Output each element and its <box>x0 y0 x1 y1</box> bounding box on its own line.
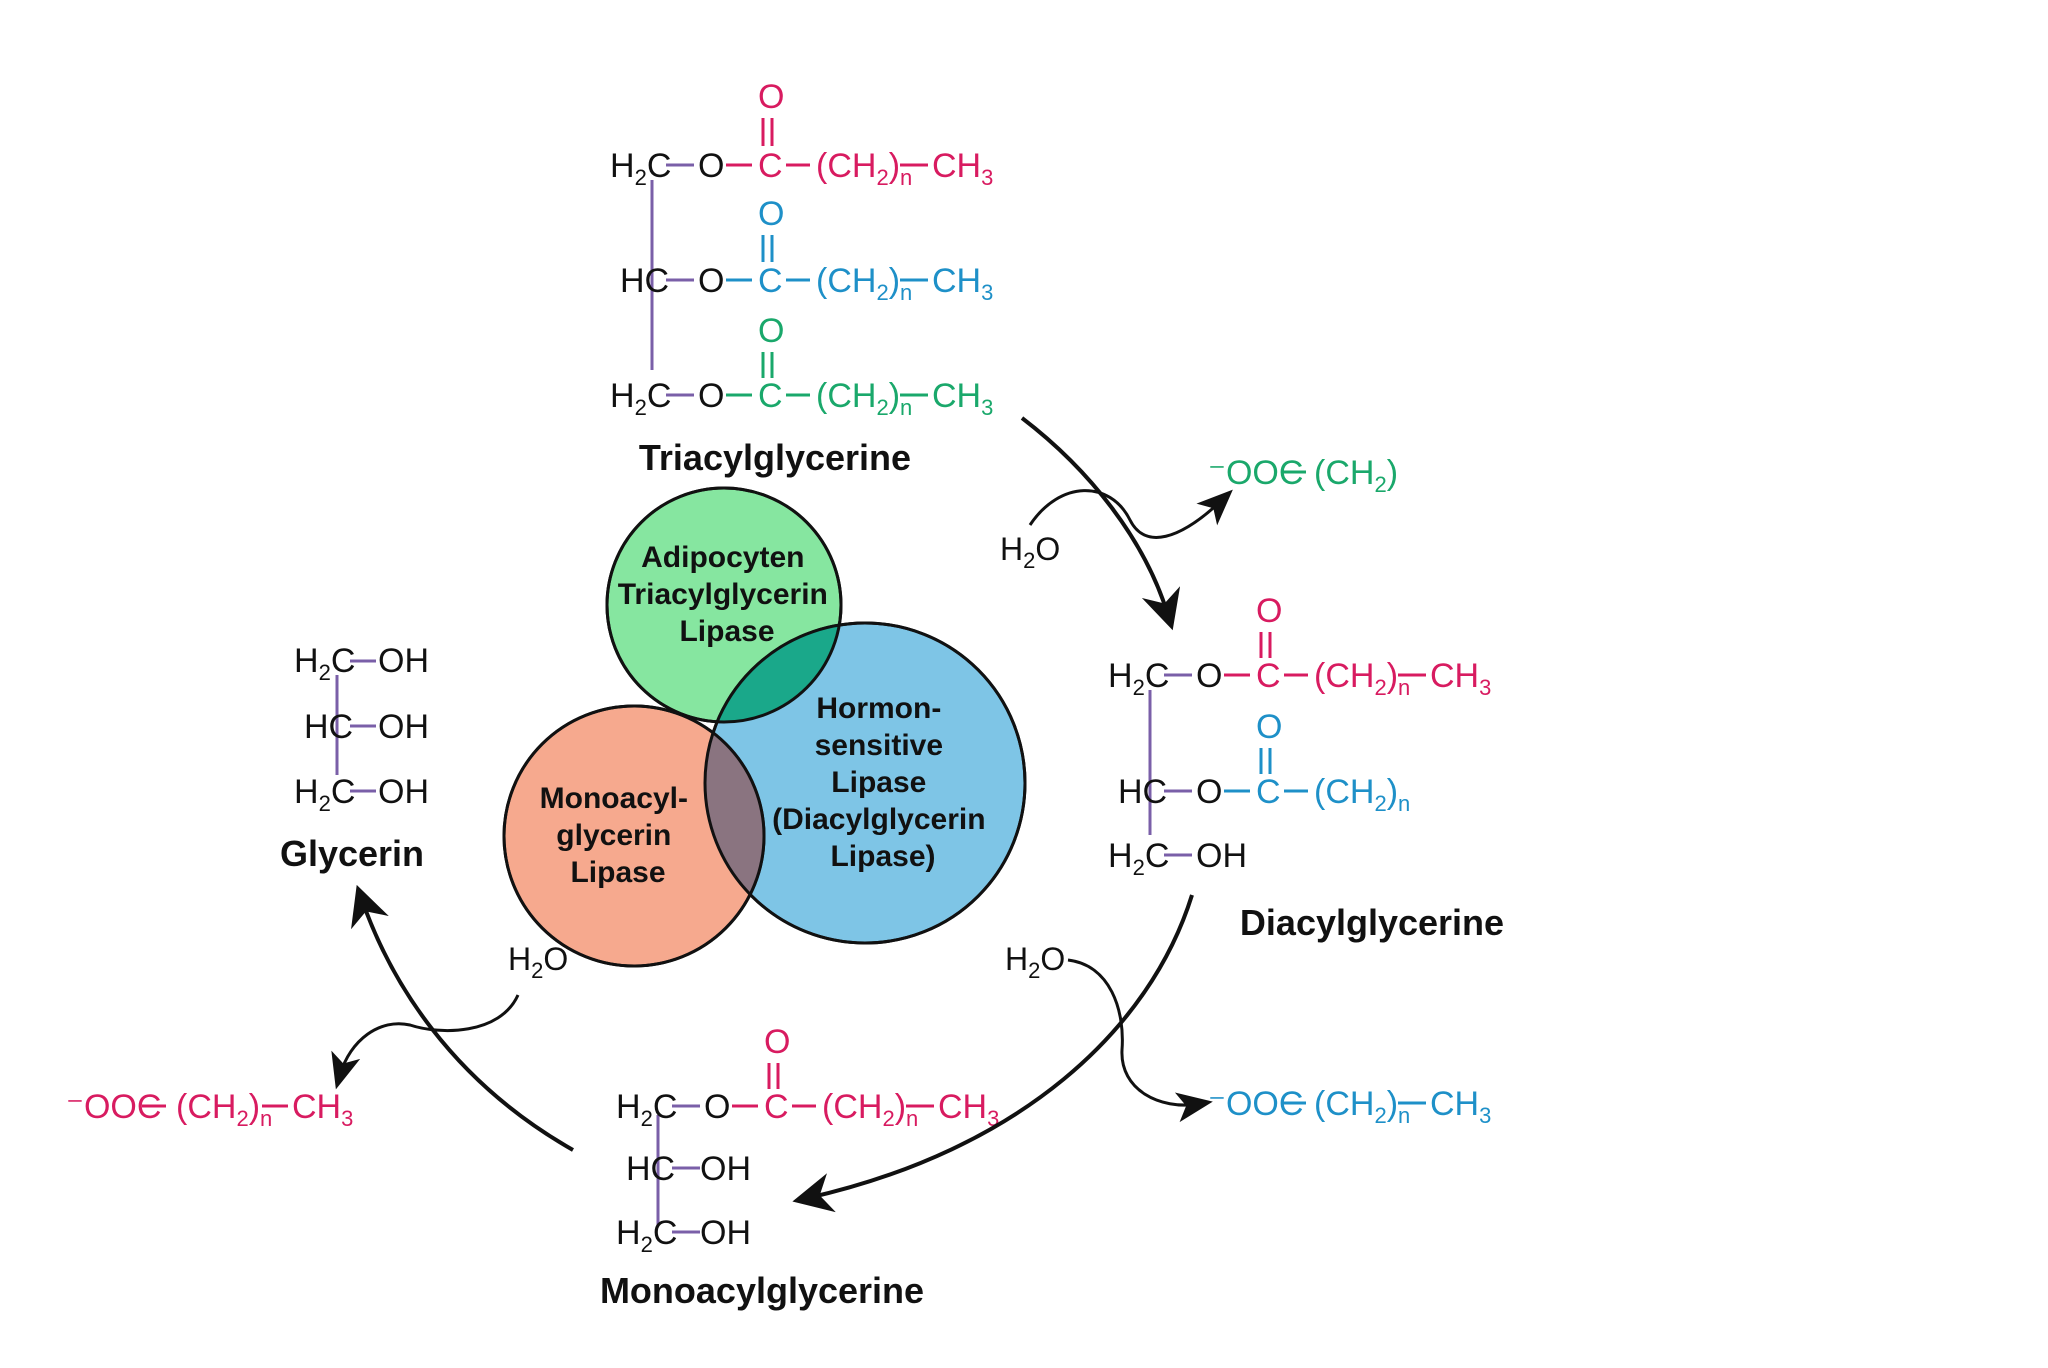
svg-text:(CH2)n: (CH2)n <box>1314 773 1410 816</box>
svg-text:CH3: CH3 <box>932 262 993 305</box>
svg-text:O: O <box>1196 657 1222 695</box>
svg-text:O: O <box>1256 708 1282 746</box>
monoacylglycerine-structure: H2C O C O (CH2)n CH3 HC OH H2C OH <box>616 1023 999 1257</box>
atgl-hsl-overlap <box>705 623 841 722</box>
monoacylglycerine-label: Monoacylglycerine <box>600 1270 924 1311</box>
svg-text:HC: HC <box>1118 773 1167 811</box>
hsl-label: Hormon- sensitive Lipase (Diacylglycerin… <box>772 692 994 873</box>
svg-text:OH: OH <box>700 1150 751 1188</box>
svg-text:O: O <box>698 147 724 185</box>
diacylglycerine-label: Diacylglycerine <box>1240 902 1504 943</box>
svg-text:(CH2)n: (CH2)n <box>1314 1085 1410 1128</box>
svg-text:CH3: CH3 <box>932 147 993 190</box>
glycerin-label: Glycerin <box>280 833 424 874</box>
enzyme-venn: Adipocyten Triacylglycerin Lipase Hormon… <box>502 486 1027 968</box>
svg-text:O: O <box>698 377 724 415</box>
svg-text:OH: OH <box>378 708 429 746</box>
svg-text:C: C <box>758 377 783 415</box>
atgl-label: Adipocyten Triacylglycerin Lipase <box>618 541 836 648</box>
svg-text:HC: HC <box>626 1150 675 1188</box>
svg-text:CH3: CH3 <box>938 1088 999 1131</box>
svg-text:CH3: CH3 <box>1430 657 1491 700</box>
arrow-diacyl-to-monoacyl <box>792 894 1194 1213</box>
svg-text:C: C <box>764 1088 789 1126</box>
svg-text:C: C <box>1256 657 1281 695</box>
svg-text:CH3: CH3 <box>1430 1085 1491 1128</box>
svg-text:O: O <box>1256 592 1282 630</box>
arrow-triacyl-to-diacyl <box>1020 416 1181 631</box>
svg-text:O: O <box>758 312 784 350</box>
svg-text:(CH2)n: (CH2)n <box>176 1088 272 1131</box>
svg-text:OH: OH <box>378 642 429 680</box>
svg-text:(CH2)n: (CH2)n <box>816 147 912 190</box>
svg-text:HC: HC <box>304 708 353 746</box>
svg-text:H2C: H2C <box>1108 837 1169 880</box>
svg-text:O: O <box>704 1088 730 1126</box>
mgl-label: Monoacyl- glycerin Lipase <box>540 782 697 889</box>
svg-text:H2C: H2C <box>294 773 355 816</box>
svg-text:O: O <box>1196 773 1222 811</box>
svg-text:H2C: H2C <box>616 1214 677 1257</box>
svg-text:OH: OH <box>378 773 429 811</box>
svg-text:H2C: H2C <box>610 377 671 420</box>
svg-text:OH: OH <box>700 1214 751 1252</box>
svg-text:HC: HC <box>620 262 669 300</box>
water-label-2: H2O <box>1005 941 1065 983</box>
released-fatty-acid-red: ⁻OOC (CH2)n CH3 <box>66 1088 353 1131</box>
svg-text:(CH2)n: (CH2)n <box>816 262 912 305</box>
triacylglycerine-label: Triacylglycerine <box>639 437 911 478</box>
svg-text:O: O <box>698 262 724 300</box>
svg-text:CH3: CH3 <box>932 377 993 420</box>
svg-text:(CH2)n: (CH2)n <box>822 1088 918 1131</box>
svg-text:H2C: H2C <box>1108 657 1169 700</box>
svg-text:O: O <box>764 1023 790 1061</box>
svg-text:C: C <box>758 262 783 300</box>
svg-text:(CH2): (CH2) <box>1314 454 1398 497</box>
svg-text:(CH2)n: (CH2)n <box>816 377 912 420</box>
water-label-1: H2O <box>1000 531 1060 573</box>
glycerin-structure: H2C OH HC OH H2C OH <box>294 642 429 816</box>
svg-text:O: O <box>758 78 784 116</box>
svg-text:C: C <box>1256 773 1281 811</box>
released-fatty-acid-green: ⁻OOC (CH2) <box>1208 454 1398 497</box>
triacylglycerine-structure: H2C O C O (CH2)n CH3 HC O C O (CH2)n CH3… <box>610 78 993 420</box>
svg-text:CH3: CH3 <box>292 1088 353 1131</box>
hydrolysis-arrow-2 <box>1067 958 1213 1123</box>
svg-text:H2C: H2C <box>610 147 671 190</box>
hydrolysis-arrow-1 <box>1028 489 1233 539</box>
hydrolysis-arrow-3 <box>331 994 520 1090</box>
diacylglycerine-structure: H2C O C O (CH2)n CH3 HC O C O (CH2)n H2C… <box>1108 592 1491 880</box>
svg-text:OH: OH <box>1196 837 1247 875</box>
svg-text:(CH2)n: (CH2)n <box>1314 657 1410 700</box>
released-fatty-acid-blue: ⁻OOC (CH2)n CH3 <box>1208 1085 1491 1128</box>
svg-text:O: O <box>758 195 784 233</box>
svg-text:H2C: H2C <box>616 1088 677 1131</box>
water-label-3: H2O <box>508 941 568 983</box>
svg-text:H2C: H2C <box>294 642 355 685</box>
svg-text:C: C <box>758 147 783 185</box>
